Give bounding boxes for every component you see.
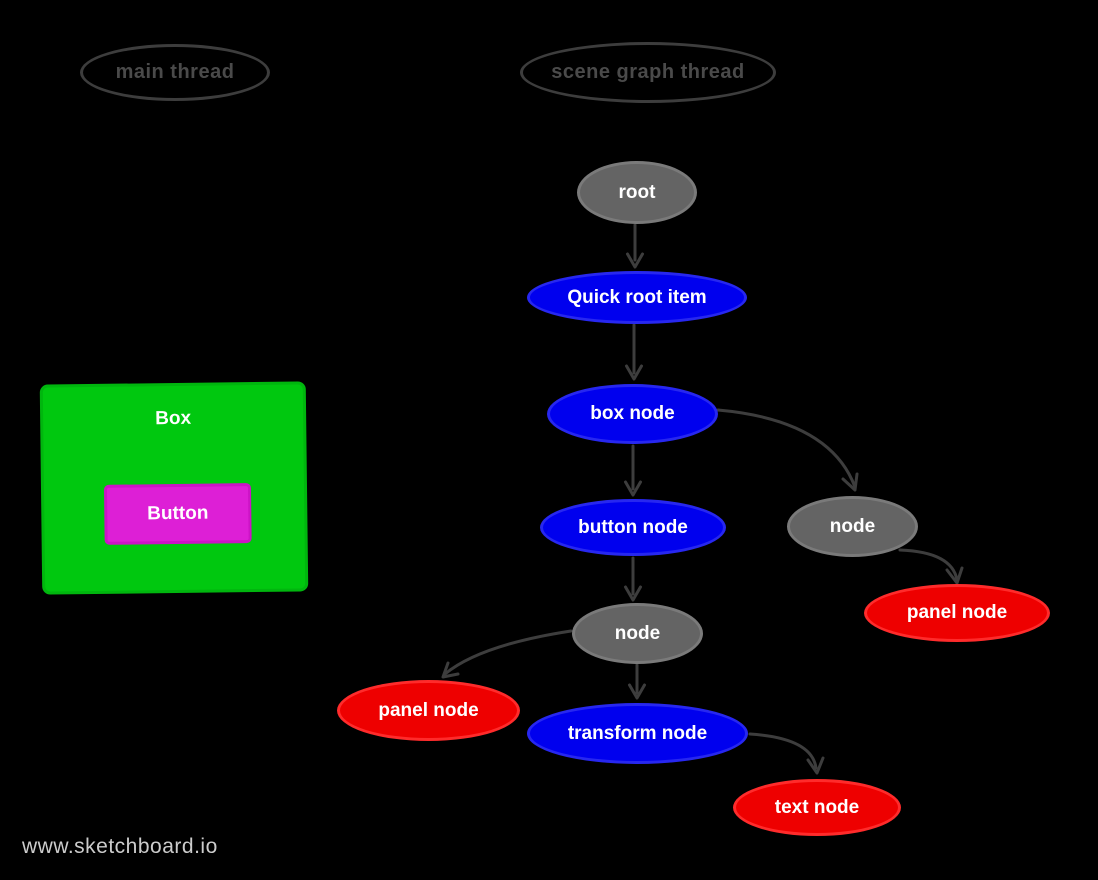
button-shape[interactable]: Button — [103, 483, 252, 545]
node-right-label: node — [829, 515, 876, 537]
node-quick-root-item-label: Quick root item — [567, 286, 707, 308]
main-thread-label: main thread — [115, 61, 235, 83]
node-center-label: node — [614, 622, 661, 644]
box-label: Box — [155, 407, 192, 430]
node-button-node-label: button node — [578, 516, 688, 538]
edge-node-center-to-panel-node-left[interactable] — [441, 629, 573, 679]
box-shape[interactable]: Box Button — [39, 381, 309, 595]
node-root[interactable]: root — [577, 161, 697, 224]
node-panel-node-right[interactable]: panel node — [864, 584, 1050, 642]
edge-button-node-to-node-center[interactable] — [624, 556, 642, 602]
edge-node-right-to-panel-node-right[interactable] — [898, 548, 964, 585]
edge-box-node-to-node-right[interactable] — [716, 408, 859, 492]
node-center[interactable]: node — [572, 603, 703, 664]
node-transform-node-label: transform node — [567, 722, 708, 744]
node-text-node[interactable]: text node — [733, 779, 901, 836]
scene-graph-thread-label: scene graph thread — [551, 61, 745, 83]
node-panel-node-right-label: panel node — [906, 602, 1008, 623]
node-panel-node-left[interactable]: panel node — [337, 680, 520, 741]
node-box-node-label: box node — [590, 403, 675, 424]
node-root-label: root — [618, 181, 656, 203]
node-quick-root-item[interactable]: Quick root item — [527, 271, 747, 324]
sketchboard-watermark: www.sketchboard.io — [22, 835, 218, 858]
edge-node-center-to-transform-node[interactable] — [628, 663, 646, 700]
edge-root-to-quick-root-item[interactable] — [626, 223, 644, 269]
node-panel-node-left-label: panel node — [378, 699, 479, 721]
edge-quick-root-item-to-box-node[interactable] — [625, 323, 643, 381]
node-right[interactable]: node — [787, 496, 918, 557]
button-label: Button — [147, 502, 209, 525]
edge-box-node-to-button-node[interactable] — [624, 444, 642, 497]
node-button-node[interactable]: button node — [540, 499, 726, 556]
node-box-node[interactable]: box node — [547, 384, 718, 444]
main-thread-ellipse[interactable]: main thread — [80, 44, 270, 101]
node-text-node-label: text node — [774, 796, 860, 818]
scene-graph-thread-ellipse[interactable]: scene graph thread — [520, 42, 776, 103]
node-transform-node[interactable]: transform node — [527, 703, 748, 764]
edge-transform-node-to-text-node[interactable] — [748, 732, 825, 775]
